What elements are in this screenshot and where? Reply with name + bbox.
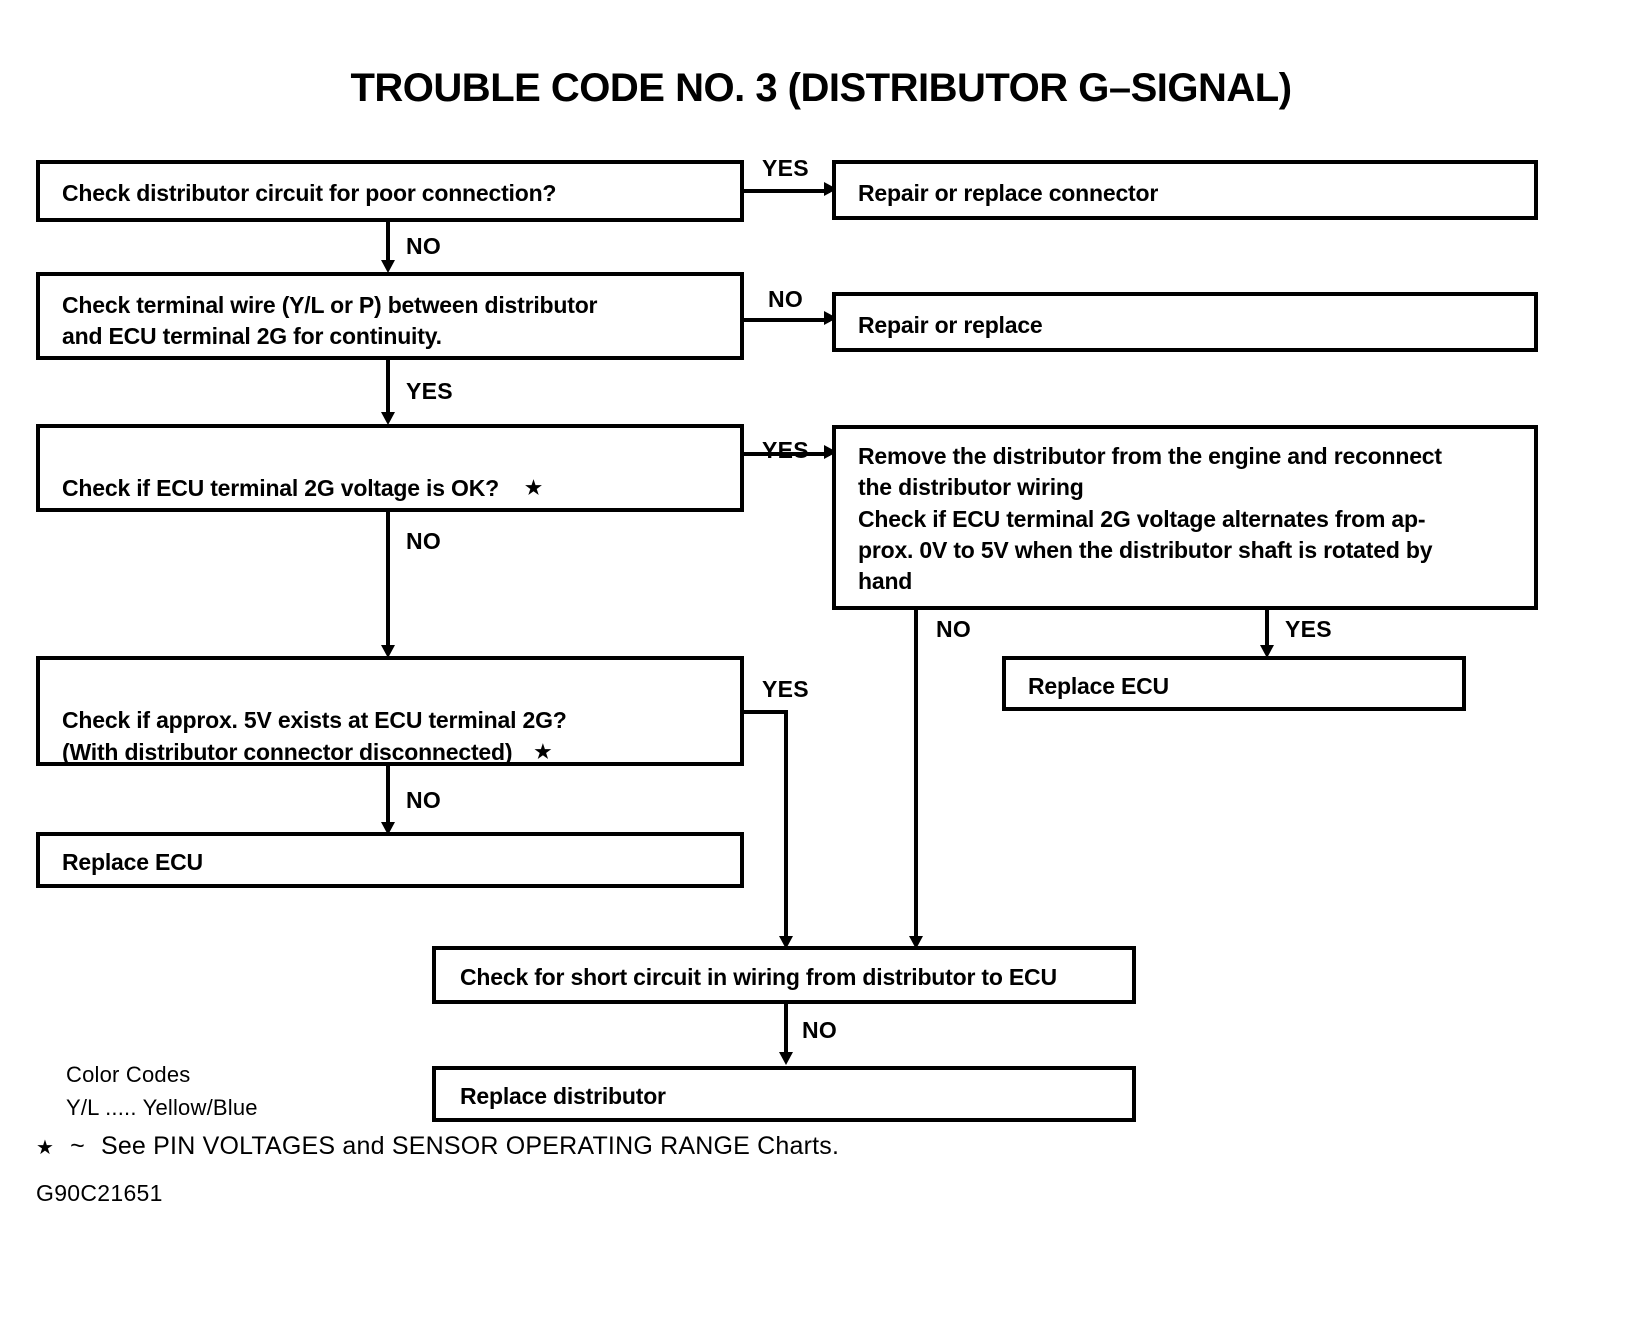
branch-label-yes-3: YES [762, 437, 809, 463]
arrowhead-no4 [909, 936, 923, 949]
connector-no6-vertical [784, 1004, 788, 1058]
branch-label-no-2: NO [768, 286, 804, 312]
box-replace-ecu-left-text: Replace ECU [62, 849, 203, 875]
box-check-terminal-wire[interactable]: Check terminal wire (Y/L or P) between d… [36, 272, 744, 360]
footnote-dash: ~ [70, 1132, 85, 1160]
connector-yes1-horizontal [744, 189, 830, 193]
connector-yes2-vertical [386, 360, 390, 420]
branch-label-no-5: NO [406, 787, 442, 813]
arrowhead-no6 [779, 1052, 793, 1065]
box-repair-or-replace-text: Repair or replace [858, 312, 1043, 338]
connector-no3-vertical [386, 512, 390, 652]
branch-label-yes-2: YES [406, 378, 453, 404]
connector-no4-vertical [914, 610, 918, 942]
box-check-short-circuit-text: Check for short circuit in wiring from d… [460, 964, 1057, 990]
arrowhead-yes2 [381, 412, 395, 425]
star-marker-icon-1: ★ [524, 478, 542, 500]
box-check-poor-connection[interactable]: Check distributor circuit for poor conne… [36, 160, 744, 222]
footnote-text: See PIN VOLTAGES and SENSOR OPERATING RA… [100, 1132, 840, 1160]
connector-no1-vertical [386, 222, 390, 267]
figure-code: G90C21651 [36, 1180, 163, 1206]
box-replace-distributor-text: Replace distributor [460, 1083, 666, 1109]
connector-yes3-horizontal [744, 452, 830, 456]
branch-label-no-3: NO [406, 528, 442, 554]
connector-yes4-vertical [1265, 610, 1269, 652]
box-check-short-circuit[interactable]: Check for short circuit in wiring from d… [432, 946, 1136, 1004]
box-repair-replace-connector-text: Repair or replace connector [858, 180, 1159, 206]
connector-no2-horizontal [744, 318, 830, 322]
legend-entry-yl: Y/L ..... Yellow/Blue [66, 1095, 258, 1120]
branch-label-no-4: NO [936, 616, 972, 642]
box-replace-distributor[interactable]: Replace distributor [432, 1066, 1136, 1122]
page-title: TROUBLE CODE NO. 3 (DISTRIBUTOR G–SIGNAL… [350, 66, 1292, 110]
box-remove-distributor[interactable]: Remove the distributor from the engine a… [832, 425, 1538, 610]
box-check-5v-exists[interactable]: Check if approx. 5V exists at ECU termin… [36, 656, 744, 766]
box-check-2g-voltage-ok[interactable]: Check if ECU terminal 2G voltage is OK? ★ [36, 424, 744, 512]
branch-label-no-6: NO [802, 1017, 838, 1043]
box-replace-ecu-right-text: Replace ECU [1028, 673, 1169, 699]
connector-no5-vertical [386, 766, 390, 828]
box-check-poor-connection-text: Check distributor circuit for poor conne… [62, 180, 557, 206]
box-check-2g-voltage-ok-text: Check if ECU terminal 2G voltage is OK? ★ [62, 442, 730, 505]
arrowhead-no5 [381, 822, 395, 835]
branch-label-no-1: NO [406, 233, 442, 259]
branch-label-yes-5: YES [762, 676, 809, 702]
star-icon: ★ [36, 1137, 55, 1159]
arrowhead-yes5 [779, 936, 793, 949]
box-repair-or-replace[interactable]: Repair or replace [832, 292, 1538, 352]
arrowhead-yes4 [1260, 645, 1274, 658]
box-check-5v-exists-label: Check if approx. 5V exists at ECU termin… [62, 707, 567, 765]
box-check-terminal-wire-text: Check terminal wire (Y/L or P) between d… [62, 292, 598, 350]
arrowhead-no1 [381, 260, 395, 273]
box-replace-ecu-left[interactable]: Replace ECU [36, 832, 744, 888]
connector-yes5-vertical [784, 710, 788, 942]
footnote-star-note: ★ ~ See PIN VOLTAGES and SENSOR OPERATING … [36, 1132, 839, 1161]
box-check-2g-voltage-ok-label: Check if ECU terminal 2G voltage is OK? [62, 475, 499, 502]
connector-yes5-horizontal [744, 710, 788, 714]
arrowhead-no3 [381, 645, 395, 658]
box-check-5v-exists-text: Check if approx. 5V exists at ECU termin… [62, 674, 730, 768]
star-marker-icon-2: ★ [534, 741, 552, 763]
branch-label-yes-1: YES [762, 155, 809, 181]
box-remove-distributor-text: Remove the distributor from the engine a… [858, 443, 1442, 595]
box-replace-ecu-right[interactable]: Replace ECU [1002, 656, 1466, 711]
branch-label-yes-4: YES [1285, 616, 1332, 642]
box-repair-replace-connector[interactable]: Repair or replace connector [832, 160, 1538, 220]
legend-heading: Color Codes [66, 1062, 191, 1087]
